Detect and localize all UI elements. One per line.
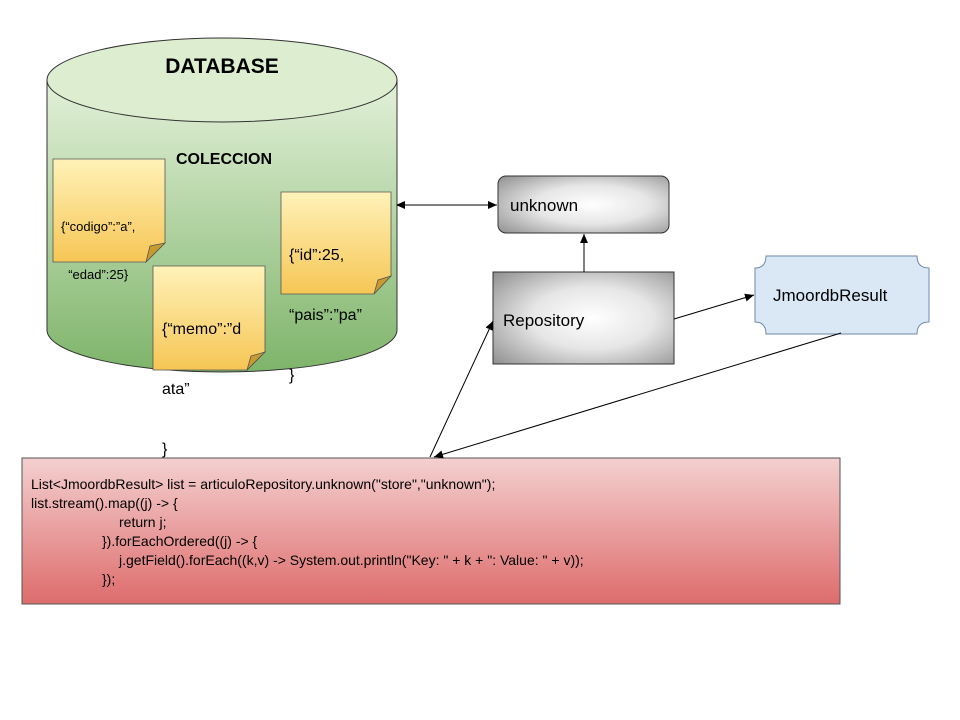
connector-repository-result xyxy=(673,293,755,320)
document-note-1-line: {“codigo”:”a”, xyxy=(61,218,136,234)
document-note-3-text: {“id”:25, “pais”:”pa” } xyxy=(289,206,362,406)
document-note-2-line: } xyxy=(162,441,168,458)
document-note-2 xyxy=(152,265,267,372)
code-line: }); xyxy=(102,571,116,587)
document-note-3-line: } xyxy=(289,367,295,384)
document-note-2-line: {“memo”:”d xyxy=(162,321,242,338)
code-box-background xyxy=(21,457,841,605)
database-cylinder xyxy=(46,37,398,373)
document-note-3-line: “pais”:”pa” xyxy=(289,307,362,324)
document-note-1 xyxy=(52,158,167,264)
document-note-1-text: {“codigo”:”a”, “edad”:25} xyxy=(61,186,135,300)
database-cylinder-top xyxy=(46,37,398,123)
code-line: return j; xyxy=(119,514,167,530)
document-note-2-line: ata” xyxy=(162,381,190,398)
collection-label: COLECCION xyxy=(176,151,272,168)
document-note-3 xyxy=(280,191,393,295)
connector-result-code xyxy=(433,332,842,459)
document-note-1-line: “edad”:25} xyxy=(61,267,129,283)
document-note-3-line: {“id”:25, xyxy=(289,247,345,264)
code-line: List<JmoordbResult> list = articuloRepos… xyxy=(31,476,496,492)
code-snippet: List<JmoordbResult> list = articuloRepos… xyxy=(22,458,840,604)
unknown-box xyxy=(497,175,670,234)
result-box xyxy=(754,255,930,335)
repository-box xyxy=(492,271,675,365)
database-title: DATABASE xyxy=(165,55,279,78)
unknown-label: unknown xyxy=(510,196,579,215)
code-line: list.stream().map((j) -> { xyxy=(31,495,178,511)
connector-code-repository xyxy=(429,320,494,458)
repository-label: Repository xyxy=(503,311,585,330)
code-line: j.getField().forEach((k,v) -> System.out… xyxy=(119,552,584,568)
document-note-2-text: {“memo”:”d ata” } xyxy=(162,280,241,480)
code-line: }).forEachOrdered((j) -> { xyxy=(102,533,258,549)
result-label: JmoordbResult xyxy=(773,286,888,305)
